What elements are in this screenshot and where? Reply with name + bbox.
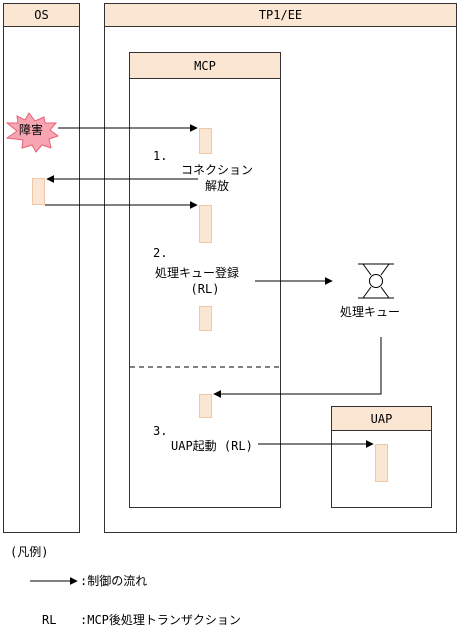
legend-rl-key: RL (42, 613, 57, 627)
os-activity-bar (32, 178, 45, 205)
mcp-activity-bar-1 (199, 128, 212, 154)
uap-activity-bar (375, 444, 388, 482)
os-lane-header: OS (4, 4, 79, 27)
mcp-activity-bar-4 (199, 394, 212, 418)
step1-line1: コネクション (180, 163, 253, 177)
uap-header: UAP (332, 407, 431, 431)
step2-line1: 処理キュー登録 (155, 266, 240, 280)
step1-line2: 解放 (204, 179, 229, 193)
step2-number: 2. (153, 246, 168, 260)
tp1ee-lane-header: TP1/EE (105, 4, 456, 27)
queue-symbol-icon (358, 263, 394, 299)
legend-rl-text: :MCP後処理トランザクション (80, 613, 241, 627)
mcp-activity-bar-2 (199, 205, 212, 243)
failure-burst-icon (5, 112, 60, 153)
mcp-activity-bar-3 (199, 306, 212, 331)
mcp-header: MCP (130, 53, 280, 79)
step3-line1: UAP起動 (RL) (171, 439, 253, 453)
failure-label: 障害 (19, 123, 44, 137)
arrow-queue-to-mcp (213, 337, 382, 398)
os-lane: OS (3, 3, 80, 533)
step1-number: 1. (153, 149, 168, 163)
step2-line2: (RL) (190, 282, 220, 296)
legend-arrow-text: :制御の流れ (80, 574, 148, 588)
queue-label: 処理キュー (340, 305, 401, 319)
step3-number: 3. (153, 424, 168, 438)
legend-title: (凡例) (10, 545, 49, 559)
